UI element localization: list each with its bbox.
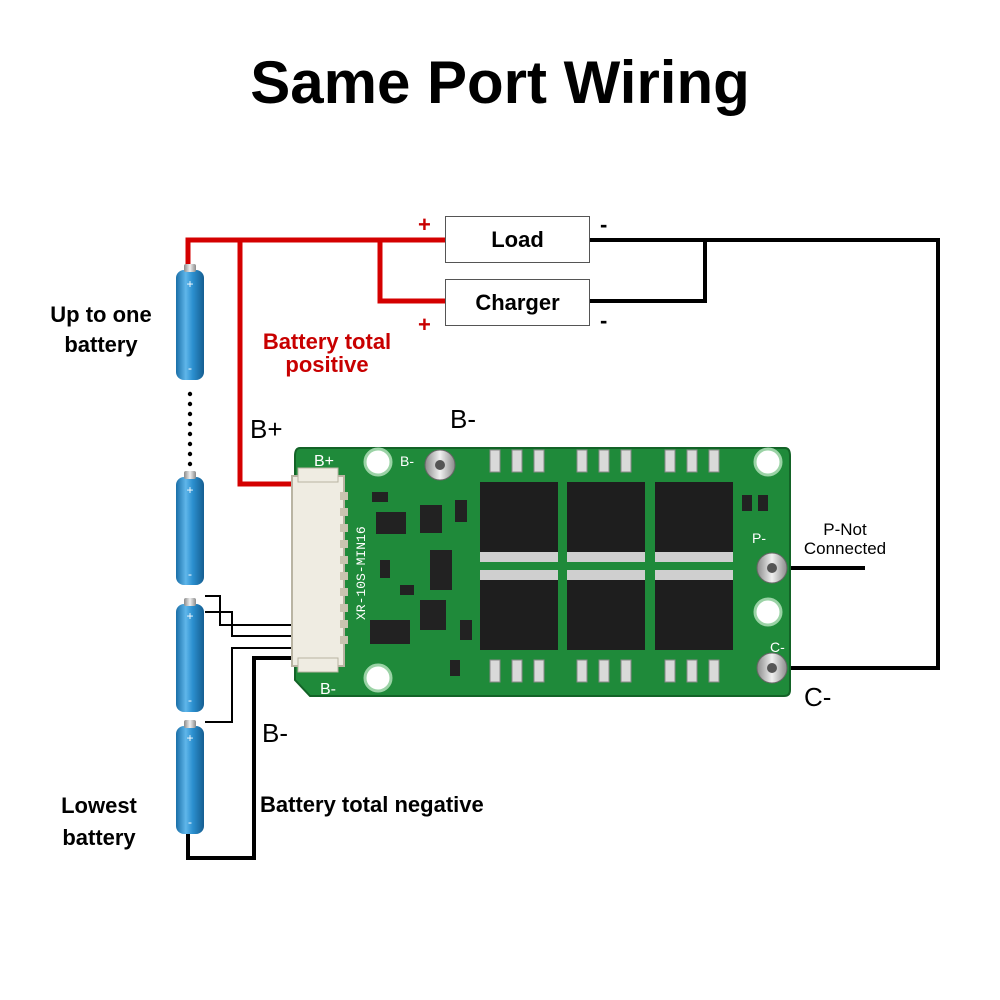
- wire-total-negative: [186, 656, 297, 860]
- silk-bplus: B+: [314, 453, 334, 470]
- silk-model: XR-10S-MIN16: [354, 526, 369, 620]
- svg-text:-: -: [188, 567, 192, 581]
- label-lowest-battery: Lowest battery: [61, 793, 137, 850]
- silk-c: C-: [770, 639, 785, 655]
- battery-cell-bottom: + -: [176, 720, 204, 834]
- load-minus: -: [600, 212, 608, 237]
- label-top-battery: Up to one battery: [50, 302, 152, 357]
- page-title: Same Port Wiring: [250, 49, 750, 116]
- svg-text:+: +: [186, 277, 193, 291]
- load-plus: +: [418, 212, 431, 237]
- load-box: Load: [445, 216, 590, 263]
- wire-charger-negative: [590, 240, 707, 303]
- svg-text:+: +: [186, 483, 193, 497]
- silk-bminus-bottom: B-: [320, 681, 336, 698]
- silk-bminus-top: B-: [400, 453, 414, 469]
- charger-plus: +: [418, 312, 431, 337]
- label-battery-total-negative: Battery total negative: [260, 792, 484, 817]
- label-c-minus: C-: [804, 682, 832, 712]
- battery-cell-2: + -: [176, 471, 204, 585]
- battery-dots: [187, 391, 193, 467]
- label-bminus-left: B-: [262, 718, 288, 748]
- wire-bplus: [237, 240, 297, 487]
- charger-label: Charger: [475, 289, 560, 315]
- wire-charger-positive: [377, 240, 445, 304]
- wire-positive-main: [185, 237, 445, 272]
- label-bplus: B+: [250, 414, 283, 444]
- positive-wires: [185, 237, 445, 487]
- svg-text:-: -: [188, 815, 192, 829]
- charger-box: Charger: [445, 279, 590, 326]
- silk-p: P-: [752, 530, 766, 546]
- svg-text:-: -: [188, 361, 192, 375]
- negative-wires: [186, 238, 940, 860]
- label-p-not-connected: P-Not Connected: [803, 520, 887, 558]
- label-battery-total-positive: Battery total positive: [262, 329, 392, 377]
- battery-cell-3: + -: [176, 598, 204, 712]
- battery-cell-top: + -: [176, 264, 204, 380]
- svg-text:+: +: [186, 731, 193, 745]
- mosfet-array: [480, 449, 733, 683]
- label-bminus-top: B-: [450, 404, 476, 434]
- wire-load-negative: [590, 238, 940, 670]
- load-label: Load: [491, 226, 544, 252]
- svg-text:-: -: [188, 693, 192, 707]
- charger-minus: -: [600, 308, 608, 333]
- bms-board: B+ B- B- P- C- XR-10S-MIN16: [291, 447, 791, 698]
- svg-text:+: +: [186, 609, 193, 623]
